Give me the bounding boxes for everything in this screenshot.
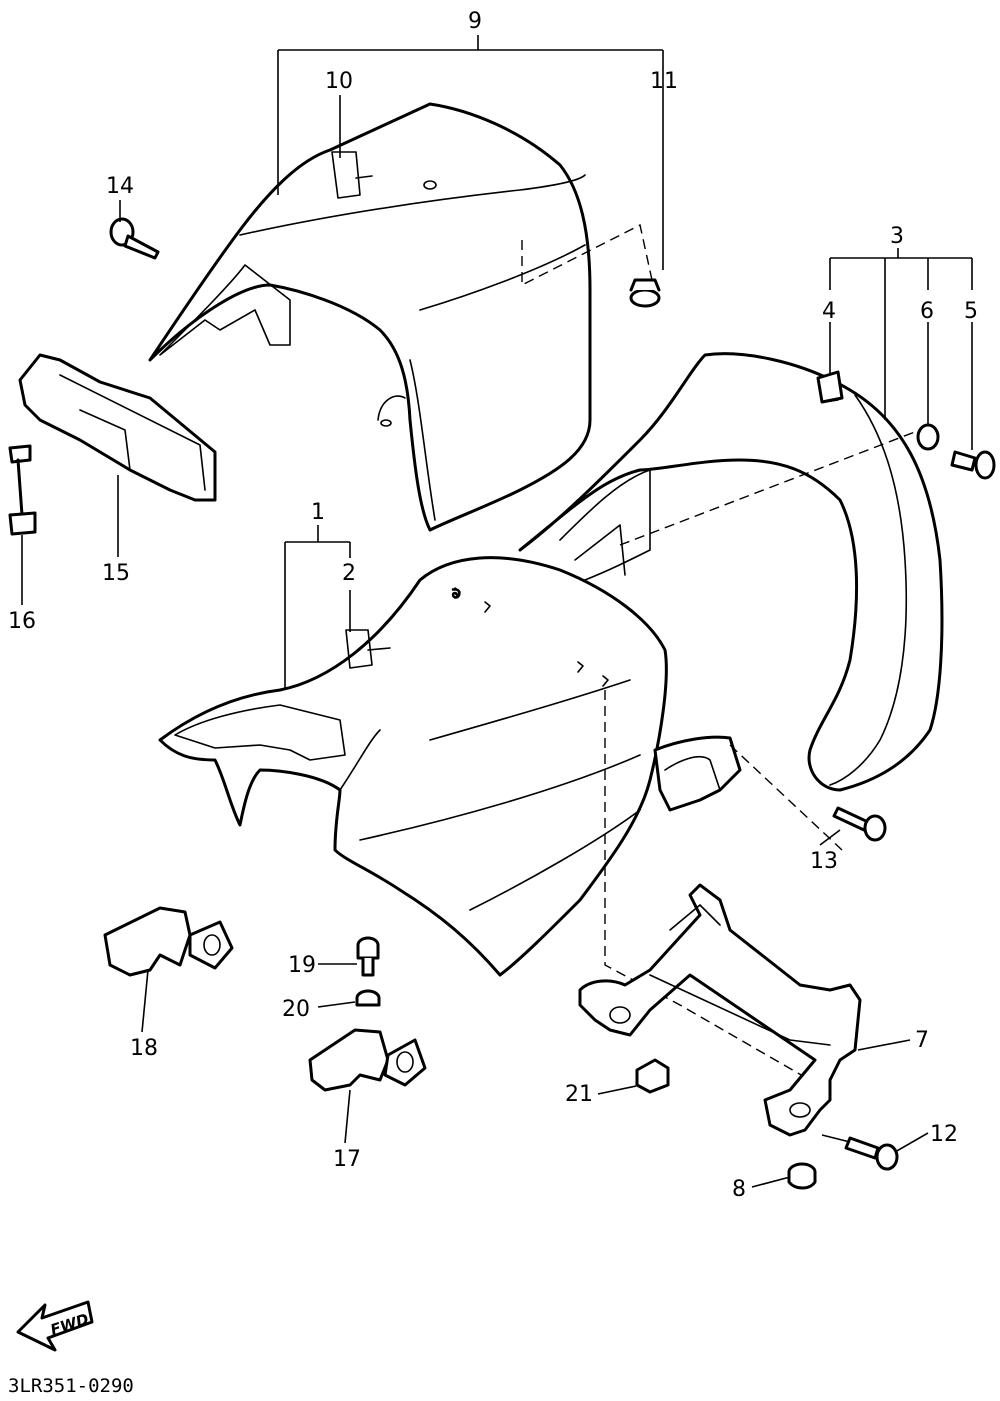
bolt-13-part [832,806,887,842]
bolt-14-part [109,217,160,260]
part-label-16: 16 [8,609,36,634]
diagram-code: 3LR351-0290 [8,1375,134,1397]
seat-bracket-part [578,883,862,1137]
part-label-15: 15 [102,561,130,586]
part-label-1: 1 [311,500,325,525]
strap-16-part [8,444,37,536]
part-label-13: 13 [810,849,838,874]
part-label-2: 2 [342,561,356,586]
part-label-12: 12 [930,1122,958,1147]
grommet-11-part [629,278,661,308]
part-label-21: 21 [565,1082,593,1107]
front-seat-part: ᘐ [158,556,668,977]
part-label-19: 19 [288,953,316,978]
lock-17-part [308,1028,427,1092]
washer-6-part [916,423,940,451]
part-label-5: 5 [964,299,978,324]
tray-15-part [18,353,217,502]
callout-lines [21,35,973,1188]
part-label-11: 11 [650,69,678,94]
clip-21-part [635,1058,670,1094]
lock-18-part [103,906,234,977]
part-label-6: 6 [920,299,934,324]
svg-text:ᘐ: ᘐ [452,587,460,601]
rear-seat-part [148,102,592,532]
part-label-20: 20 [282,997,310,1022]
nut-8-part [787,1162,817,1190]
part-label-10: 10 [325,69,353,94]
part-label-8: 8 [732,1177,746,1202]
forward-direction-arrow: FWD [16,1300,94,1352]
part-label-14: 14 [106,174,134,199]
part-label-3: 3 [890,224,904,249]
bolt-12-part [844,1136,899,1171]
part-label-7: 7 [915,1028,929,1053]
screw-5-part [950,450,996,480]
part-label-18: 18 [130,1036,158,1061]
nut-20-part [355,989,381,1007]
part-label-9: 9 [468,9,482,34]
part-label-4: 4 [822,299,836,324]
tab-4-part [816,370,844,404]
part-label-17: 17 [333,1147,361,1172]
bolt-19-part [356,936,380,977]
